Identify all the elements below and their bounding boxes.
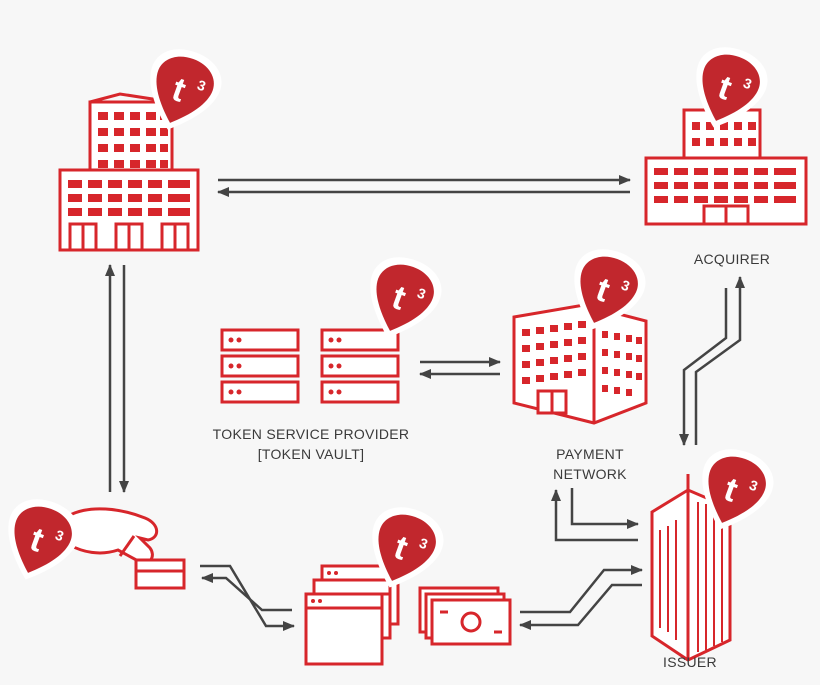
arrow-issuer-to-acquirer <box>694 276 745 445</box>
arrow-issuer-to-funds <box>519 583 642 630</box>
arrow-issuer-to-network <box>551 489 638 542</box>
t3-badge-token-service-provider: t 3 <box>353 248 450 350</box>
arrow-acquirer-to-issuer <box>679 288 728 446</box>
browser-window-icon <box>304 564 400 666</box>
t3-badge-consumer: t 3 <box>0 490 88 592</box>
label-token-vault: [TOKEN VAULT] <box>257 446 365 462</box>
label-token-service-provider: TOKEN SERVICE PROVIDER <box>212 426 410 442</box>
t3-badge-issuer: t 3 <box>685 440 782 542</box>
acquirer-building-icon <box>644 108 808 226</box>
label-issuer: ISSUER <box>663 654 717 670</box>
network-building-icon <box>512 303 648 425</box>
banknote-stack-icon <box>418 586 512 646</box>
hand-with-card-icon <box>69 507 186 590</box>
label-payment-network-2: NETWORK <box>553 466 627 482</box>
t3-badge-merchant: t 3 <box>133 40 230 142</box>
flow-arrows <box>105 175 745 631</box>
arrow-consumer-to-checkout <box>200 564 295 631</box>
t3-badge-payment-network: t 3 <box>557 240 654 342</box>
label-payment-network-1: PAYMENT <box>556 446 624 462</box>
t3-badge-checkout: t 3 <box>355 498 452 600</box>
office-building-icon <box>58 92 200 252</box>
t3-badge-acquirer: t 3 <box>679 38 776 140</box>
arrow-checkout-to-consumer <box>201 573 292 612</box>
arrow-network-to-issuer <box>570 488 639 529</box>
server-rack-icon <box>220 328 400 404</box>
skyscraper-icon <box>650 474 732 662</box>
arrow-funds-to-issuer <box>520 565 643 614</box>
label-acquirer: ACQUIRER <box>693 251 771 267</box>
